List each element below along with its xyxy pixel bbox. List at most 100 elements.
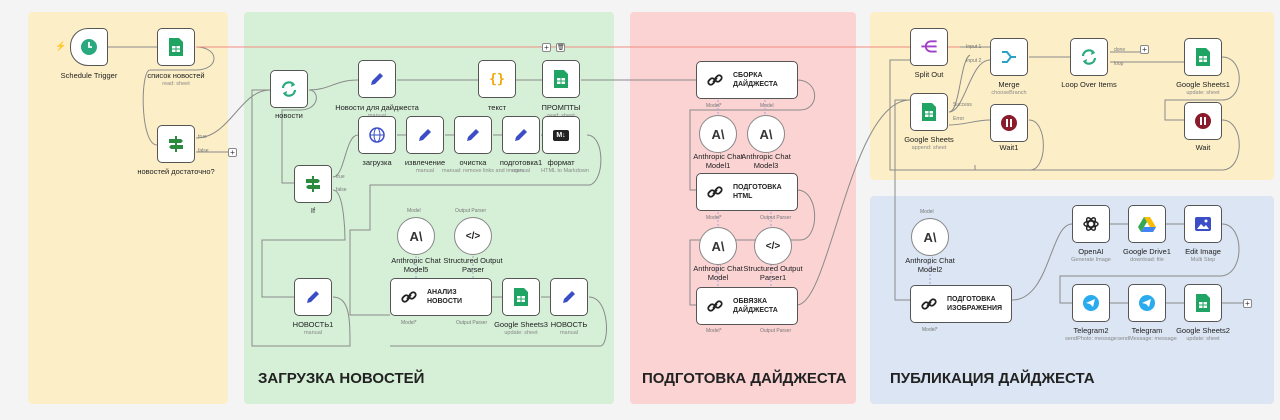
node-label: Anthropic Chat Model5 <box>391 256 441 274</box>
node-format[interactable]: M↓ <box>542 116 580 154</box>
node-digest-wrap[interactable]: ОБВЯЗКА ДАЙДЖЕСТА <box>696 287 798 325</box>
pencil-icon <box>304 288 322 306</box>
node-label: АНАЛИЗ НОВОСТИ <box>427 289 463 305</box>
anthropic-icon: A\ <box>759 126 773 142</box>
node-anthropic-model2[interactable]: A\ <box>911 218 949 256</box>
node-label: ПОДГОТОВКА ИЗОБРАЖЕНИЯ <box>947 296 1003 312</box>
node-edit-image[interactable] <box>1184 205 1222 243</box>
node-news-analysis[interactable]: АНАЛИЗ НОВОСТИ <box>390 278 492 316</box>
node-anthropic-model1[interactable]: A\ <box>699 115 737 153</box>
node-anthropic-model5[interactable]: A\ <box>397 217 435 255</box>
port-success: Success <box>953 102 972 108</box>
node-merge[interactable] <box>990 38 1028 76</box>
node-news-for-digest[interactable] <box>358 60 396 98</box>
node-label: формат <box>547 158 575 167</box>
code-brackets-icon: </> <box>465 230 481 242</box>
node-text[interactable]: {} <box>478 60 516 98</box>
node-label: Google Sheets1 <box>1176 80 1230 89</box>
port-input1: Input 1 <box>966 44 982 50</box>
node-label: список новостей <box>147 71 205 80</box>
node-google-drive1[interactable] <box>1128 205 1166 243</box>
loop-icon <box>1079 47 1099 67</box>
node-subtitle: Generate Image <box>1071 257 1111 263</box>
port-error: Error <box>953 116 965 122</box>
node-label: новости <box>275 111 303 120</box>
node-label: Telegram <box>1131 326 1163 335</box>
node-digest-build[interactable]: СБОРКА ДАЙДЖЕСТА <box>696 61 798 99</box>
node-news-single[interactable] <box>550 278 588 316</box>
node-subtitle: manual <box>415 168 435 174</box>
node-wait[interactable] <box>1184 102 1222 140</box>
node-anthropic-model3[interactable]: A\ <box>747 115 785 153</box>
node-news1[interactable] <box>294 278 332 316</box>
port-input2: Input 2 <box>966 58 982 64</box>
link-icon <box>707 184 723 200</box>
anthropic-icon: A\ <box>409 228 423 244</box>
port-done: done <box>1114 47 1126 53</box>
node-label: Google Sheets2 <box>1176 326 1230 335</box>
node-label: ПРОМПТЫ <box>541 103 581 112</box>
node-openai[interactable] <box>1072 205 1110 243</box>
image-icon <box>1194 216 1212 232</box>
delete-connection-button[interactable]: 🗑 <box>556 43 565 52</box>
node-loop-over-items[interactable] <box>1070 38 1108 76</box>
add-node-button[interactable]: + <box>542 43 551 52</box>
node-telegram2[interactable] <box>1072 284 1110 322</box>
node-prep1[interactable] <box>502 116 540 154</box>
port-label: Model <box>407 208 421 214</box>
google-sheets-icon <box>514 288 528 306</box>
port-loop: loop <box>1114 61 1124 67</box>
link-icon <box>401 289 417 305</box>
add-node-button[interactable]: + <box>228 148 237 157</box>
node-subtitle: sendMessage: message <box>1117 336 1177 342</box>
node-structured-parser1[interactable]: </> <box>754 227 792 265</box>
node-anthropic-model[interactable]: A\ <box>699 227 737 265</box>
google-sheets-icon <box>1196 48 1210 66</box>
node-label: If <box>310 206 316 215</box>
node-google-sheets1[interactable] <box>1184 38 1222 76</box>
node-structured-parser[interactable]: </> <box>454 217 492 255</box>
pencil-icon <box>416 126 434 144</box>
node-subtitle: update: sheet <box>1186 336 1220 342</box>
node-label: Structured Output Parser1 <box>743 264 803 282</box>
telegram-icon <box>1082 294 1100 312</box>
loop-icon <box>279 79 299 99</box>
node-extract[interactable] <box>406 116 444 154</box>
node-prompts[interactable] <box>542 60 580 98</box>
node-split-out[interactable]: ⋲ <box>910 28 948 66</box>
node-label: Новости для дайджеста <box>335 103 419 112</box>
zone-start <box>28 12 228 404</box>
node-label: текст <box>487 103 507 112</box>
node-clean[interactable] <box>454 116 492 154</box>
node-prep-image[interactable]: ПОДГОТОВКА ИЗОБРАЖЕНИЯ <box>910 285 1012 323</box>
node-google-sheets[interactable] <box>910 93 948 131</box>
node-news[interactable] <box>270 70 308 108</box>
clock-icon <box>79 37 99 57</box>
if-icon <box>167 135 185 153</box>
node-schedule-trigger[interactable] <box>70 28 108 66</box>
node-label: ПОДГОТОВКА HTML <box>733 184 782 200</box>
node-load[interactable] <box>358 116 396 154</box>
node-label: подготовка1 <box>499 158 543 167</box>
node-google-sheets2[interactable] <box>1184 284 1222 322</box>
node-wait1[interactable] <box>990 104 1028 142</box>
add-node-button[interactable]: + <box>1140 45 1149 54</box>
node-label: НОВОСТЬ1 <box>292 320 334 329</box>
node-if[interactable] <box>294 165 332 203</box>
link-icon <box>707 72 723 88</box>
zone-title: ЗАГРУЗКА НОВОСТЕЙ <box>258 370 425 387</box>
port-model: Model* <box>401 320 417 326</box>
node-enough-news[interactable] <box>157 125 195 163</box>
add-node-button[interactable]: + <box>1243 299 1252 308</box>
port-parser: Output Parser <box>760 328 792 334</box>
node-google-sheets3[interactable] <box>502 278 540 316</box>
node-label: Anthropic Chat Model <box>693 264 743 282</box>
node-telegram[interactable] <box>1128 284 1166 322</box>
google-sheets-icon <box>1196 294 1210 312</box>
node-news-list[interactable] <box>157 28 195 66</box>
port-model: Model* <box>706 103 722 109</box>
node-prep-html[interactable]: ПОДГОТОВКА HTML <box>696 173 798 211</box>
port-false: false <box>336 187 347 193</box>
